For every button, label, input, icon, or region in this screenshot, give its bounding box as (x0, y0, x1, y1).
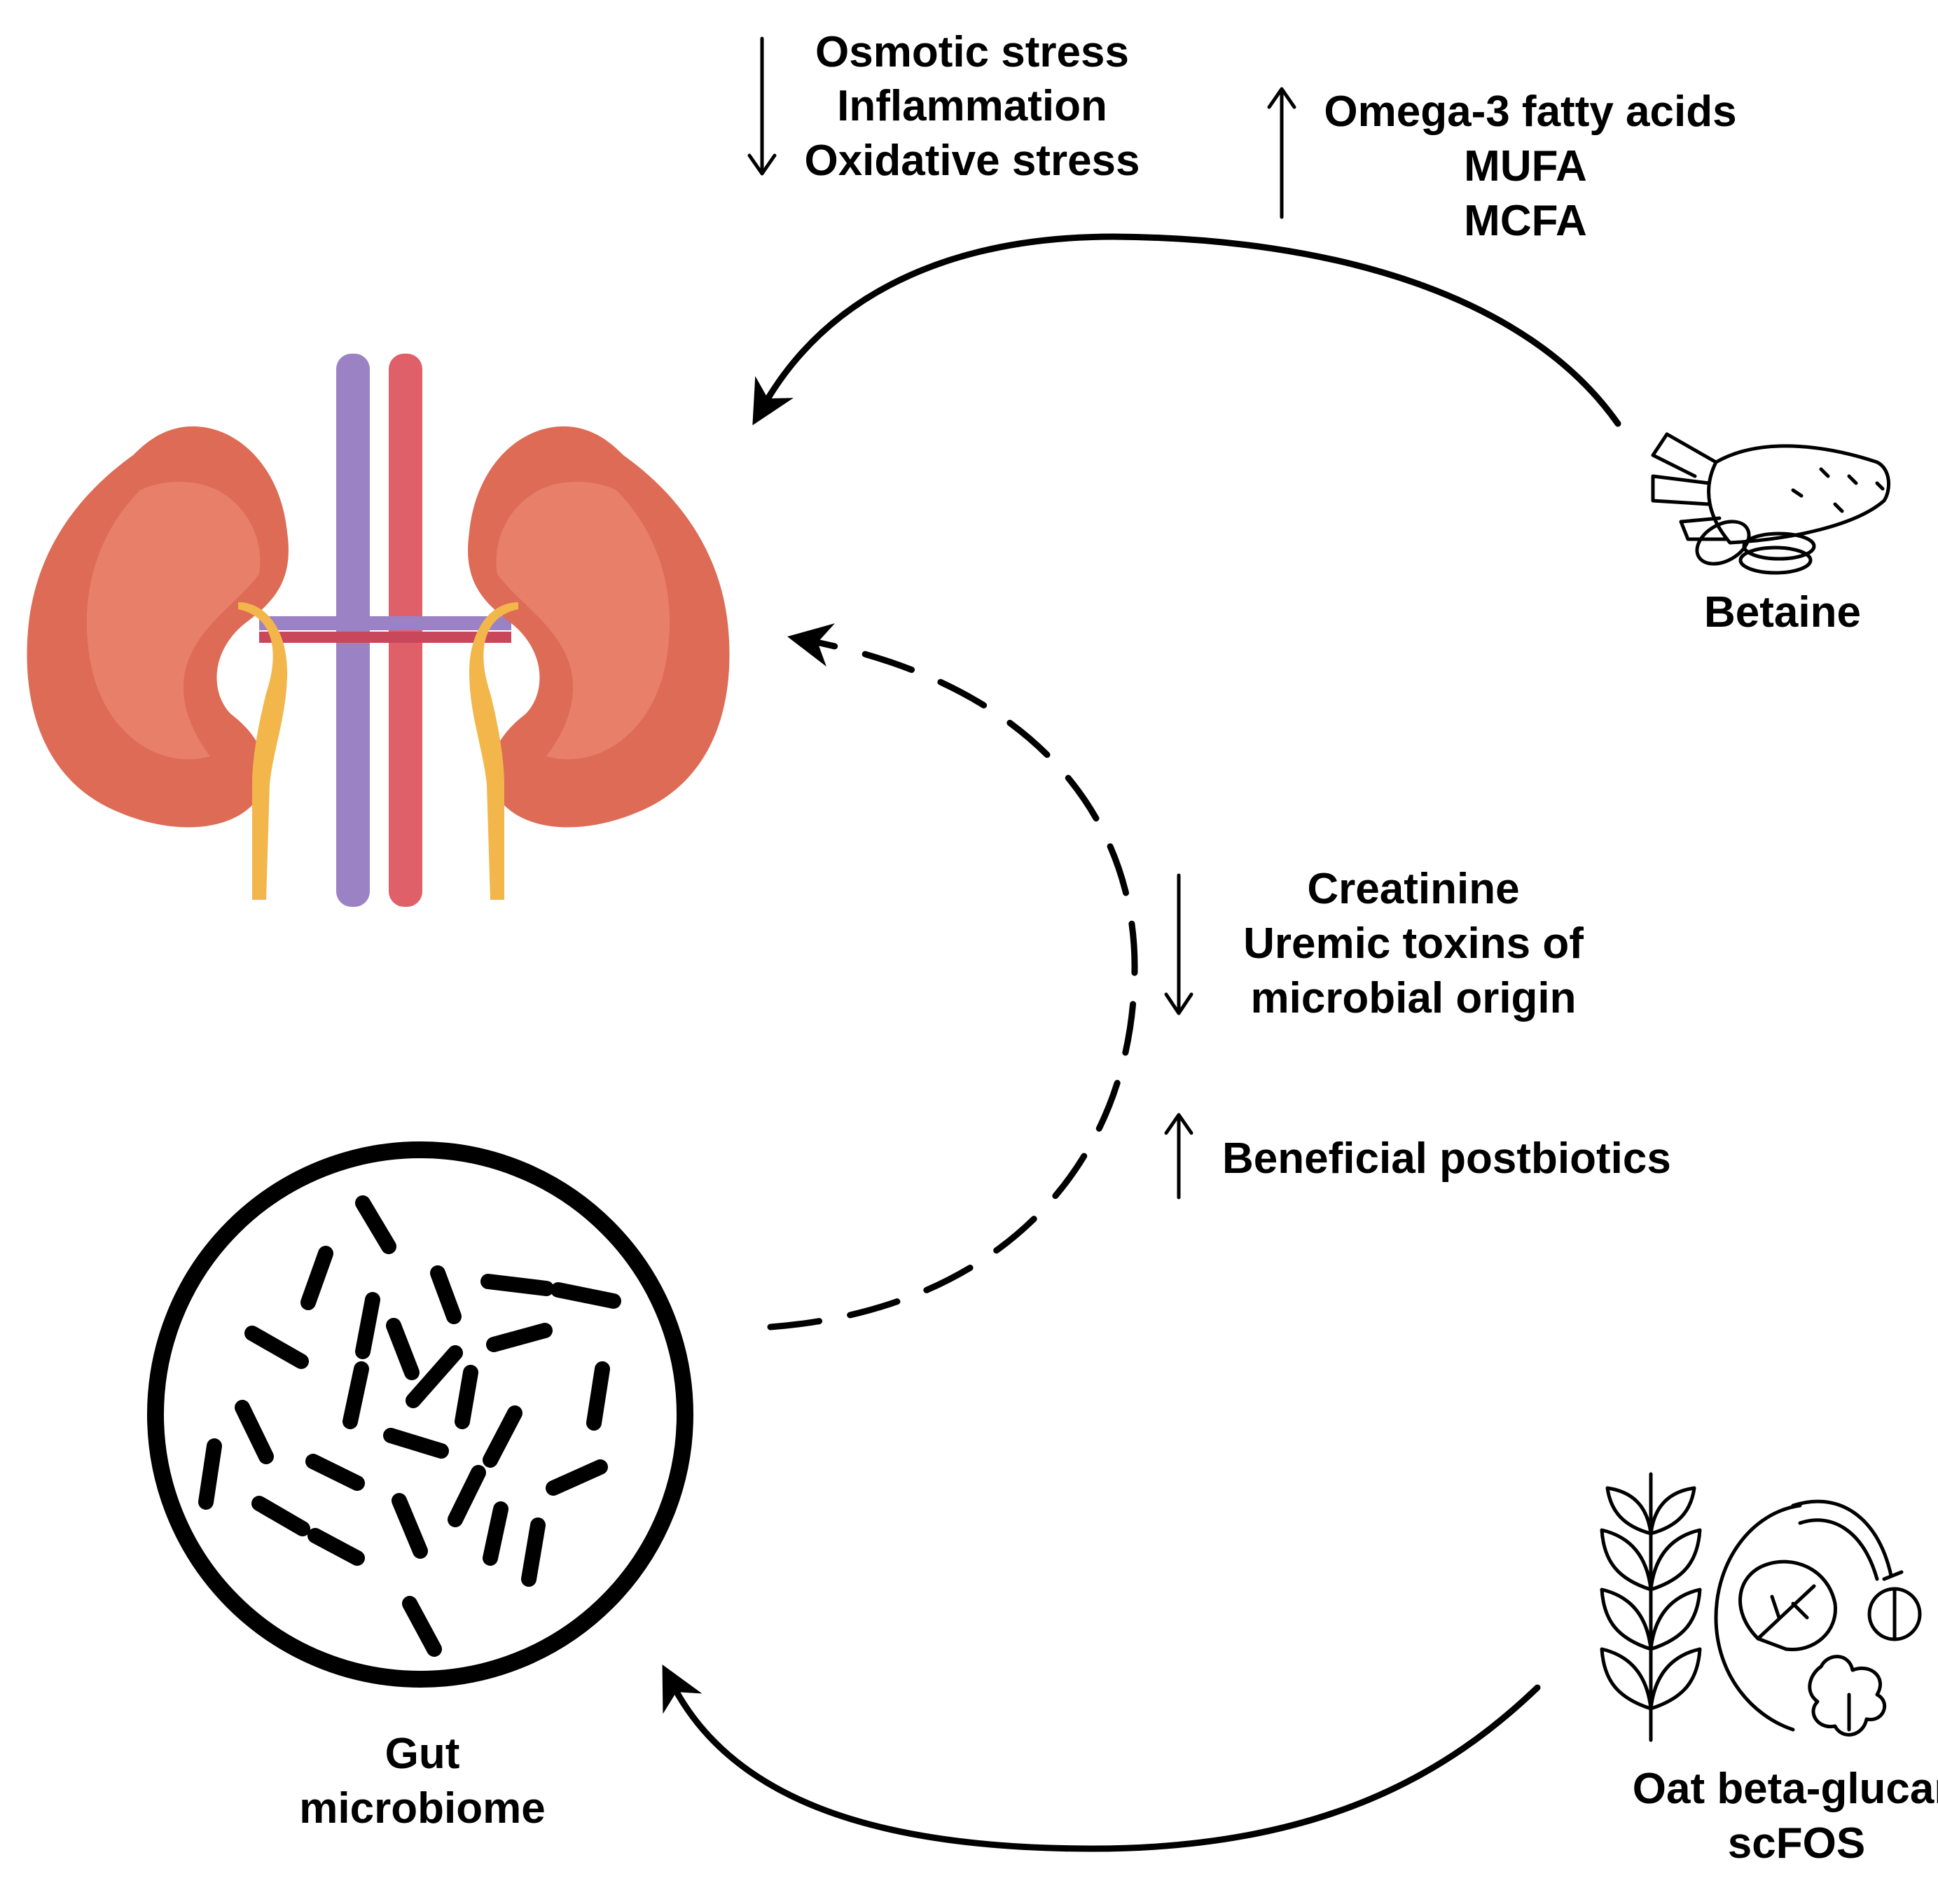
gut-to-kidney-dashed-arrow (767, 623, 1138, 1330)
bacteria-icon (198, 1195, 621, 1657)
petri-dish (147, 1141, 693, 1688)
vegetables-icon (1714, 1499, 1922, 1737)
kidneys-illustration (27, 354, 730, 907)
betaine-icon: Betaine (1651, 432, 1891, 637)
fiber-icon: Oat beta-glucan scFOS (1600, 1472, 1938, 1868)
gut-microbiome-icon: Gut microbiome (147, 1141, 693, 1833)
betaine-to-kidney-arrow (752, 233, 1621, 427)
oat-icon (1600, 1472, 1702, 1742)
omega3-label: Omega-3 fatty acids (1324, 88, 1736, 136)
uremic-toxins-label: Uremic toxins of (1243, 919, 1584, 968)
mcfa-label: MCFA (1464, 197, 1587, 245)
fiber-to-gut-arrow (662, 1665, 1541, 1852)
top-effects-group: Osmotic stress Inflammation Oxidative st… (747, 28, 1140, 185)
scfos-label: scFOS (1728, 1819, 1865, 1868)
oat-beta-glucan-label: Oat beta-glucan (1633, 1765, 1938, 1813)
betaine-label: Betaine (1704, 588, 1861, 637)
fatty-acids-group: Omega-3 fatty acids MUFA MCFA (1267, 87, 1737, 245)
right-ureter (469, 602, 518, 900)
effect-osmotic-stress: Osmotic stress (815, 28, 1129, 76)
renal-vein (259, 616, 511, 630)
left-ureter (238, 602, 287, 900)
postbiotics-label: Beneficial postbiotics (1222, 1134, 1671, 1183)
herb-icon (1808, 1655, 1887, 1737)
microbial-origin-label: microbial origin (1250, 974, 1576, 1022)
postbiotics-group: Beneficial postbiotics (1164, 1113, 1671, 1200)
toxins-group: Creatinine Uremic toxins of microbial or… (1164, 865, 1584, 1022)
renal-artery (259, 632, 511, 643)
microbiome-label: microbiome (299, 1784, 545, 1833)
gut-label: Gut (385, 1730, 460, 1778)
creatinine-label: Creatinine (1307, 865, 1519, 913)
effect-oxidative-stress: Oxidative stress (804, 137, 1140, 185)
mufa-label: MUFA (1464, 142, 1587, 190)
leaf-icon (1738, 1559, 1837, 1652)
effect-inflammation: Inflammation (837, 82, 1107, 130)
